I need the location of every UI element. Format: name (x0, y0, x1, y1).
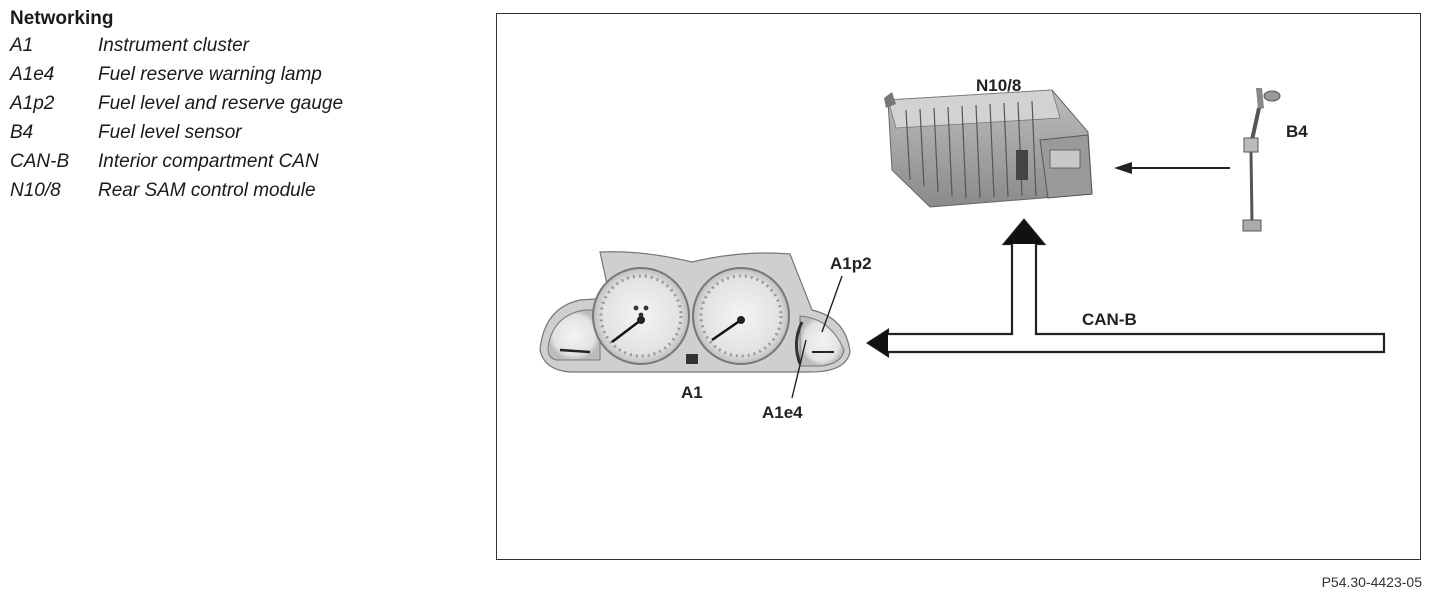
diagram-frame (496, 13, 1421, 560)
label-b4: B4 (1286, 122, 1308, 141)
legend-code: B4 (10, 122, 34, 143)
label-n10-8: N10/8 (976, 76, 1021, 95)
legend-code: A1p2 (10, 93, 55, 114)
legend-item: A1p2 Fuel level and reserve gauge (10, 89, 470, 118)
a1e4-leader (791, 339, 807, 399)
legend-desc: Fuel reserve warning lamp (98, 64, 322, 85)
rear-sam-module-image (884, 89, 1093, 208)
legend-list: A1 Instrument cluster A1e4 Fuel reserve … (10, 31, 470, 205)
sensor-signal-arrow (1114, 162, 1230, 174)
legend-code: N10/8 (10, 180, 61, 201)
legend: Networking A1 Instrument cluster A1e4 Fu… (10, 7, 470, 205)
legend-desc: Instrument cluster (98, 35, 249, 56)
legend-title: Networking (10, 8, 114, 29)
legend-code: A1 (10, 35, 34, 56)
label-a1e4: A1e4 (762, 403, 803, 422)
legend-desc: Fuel level sensor (98, 122, 242, 143)
legend-item: B4 Fuel level sensor (10, 118, 470, 147)
legend-item: CAN-B Interior compartment CAN (10, 147, 470, 176)
label-can-b: CAN-B (1082, 310, 1137, 329)
can-b-bus (865, 218, 1386, 359)
figure-id: P54.30-4423-05 (1321, 574, 1422, 590)
legend-item: A1e4 Fuel reserve warning lamp (10, 60, 470, 89)
fuel-level-sensor-image (1242, 88, 1281, 232)
label-a1: A1 (681, 383, 703, 402)
legend-desc: Rear SAM control module (98, 180, 316, 201)
legend-item: A1 Instrument cluster (10, 31, 470, 60)
legend-desc: Interior compartment CAN (98, 151, 319, 172)
legend-code: A1e4 (10, 64, 55, 85)
legend-item: N10/8 Rear SAM control module (10, 176, 470, 205)
legend-desc: Fuel level and reserve gauge (98, 93, 344, 114)
legend-code: CAN-B (10, 151, 70, 172)
label-a1p2: A1p2 (830, 254, 872, 273)
instrument-cluster-image (539, 251, 851, 373)
a1p2-leader (821, 275, 843, 333)
